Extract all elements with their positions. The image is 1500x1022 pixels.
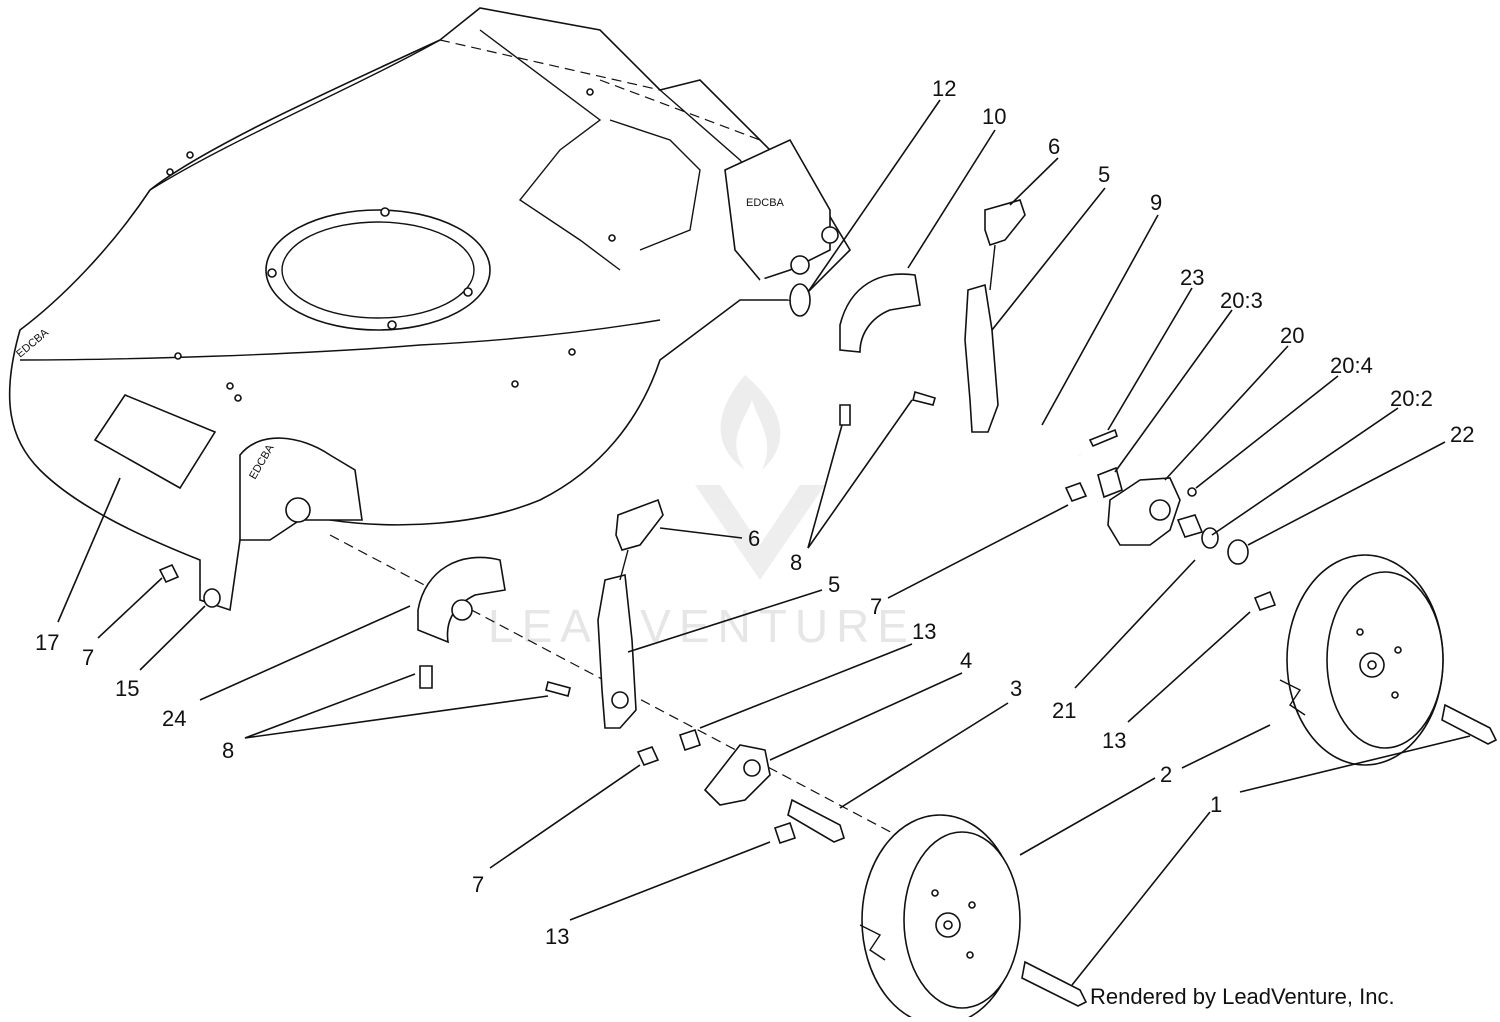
callout-10: 10 [982, 104, 1006, 129]
height-adjust-ratchet-front [839, 273, 921, 353]
lever-handle-rear [615, 498, 664, 551]
mower-deck: EDCBA EDCBA EDCBA [8, 7, 852, 612]
callout-3: 3 [1010, 676, 1022, 701]
front-pivot-plate [1107, 477, 1181, 546]
callout-24: 24 [162, 706, 186, 731]
watermark-text: LEADVENTURE [488, 600, 916, 652]
rear-axle-assembly [158, 498, 1088, 1022]
front-wheel [1279, 554, 1444, 766]
callout-20-3: 20:3 [1220, 288, 1263, 313]
render-credit: Rendered by LeadVenture, Inc. [1090, 984, 1395, 1009]
watermark-logo-icon [695, 375, 825, 580]
callout-7-bottom: 7 [472, 872, 484, 897]
callout-13-upper: 13 [912, 619, 936, 644]
callout-5-front: 5 [1098, 162, 1110, 187]
callout-13-right: 13 [1102, 728, 1126, 753]
front-axle-assembly [758, 199, 1498, 766]
callout-20-2: 20:2 [1390, 386, 1433, 411]
callout-23: 23 [1180, 265, 1204, 290]
lever-handle-front [984, 199, 1026, 247]
callout-20-4: 20:4 [1330, 353, 1373, 378]
callout-6-rear: 6 [748, 526, 760, 551]
leader-lines [57, 99, 1471, 986]
engine-mount-ring [265, 209, 491, 331]
callout-9: 9 [1150, 190, 1162, 215]
callout-6-front: 6 [1048, 134, 1060, 159]
callout-7-front: 7 [870, 594, 882, 619]
callout-4: 4 [960, 648, 972, 673]
rear-pivot-plate [703, 744, 771, 806]
callout-20: 20 [1280, 323, 1304, 348]
callout-8-front: 8 [790, 550, 802, 575]
callout-5-rear: 5 [828, 572, 840, 597]
callout-8-rear: 8 [222, 738, 234, 763]
height-adjust-lever-front [964, 283, 999, 433]
callout-1: 1 [1210, 792, 1222, 817]
deck-height-letters-front: EDCBA [746, 197, 785, 209]
callout-labels: 12 10 6 5 9 23 20:3 20 20:4 20:2 22 17 7… [35, 76, 1474, 949]
callout-7-left: 7 [82, 645, 94, 670]
axle-bushing [789, 283, 811, 317]
decal-plate [93, 394, 217, 490]
callout-2: 2 [1160, 762, 1172, 787]
callout-12: 12 [932, 76, 956, 101]
callout-13-bottom: 13 [545, 924, 569, 949]
rear-wheel [859, 814, 1021, 1022]
height-adjust-lever-rear [597, 574, 637, 729]
callout-22: 22 [1450, 422, 1474, 447]
callout-15: 15 [115, 676, 139, 701]
bolt-front-upper [839, 404, 851, 426]
callout-17: 17 [35, 630, 59, 655]
callout-21: 21 [1052, 698, 1076, 723]
